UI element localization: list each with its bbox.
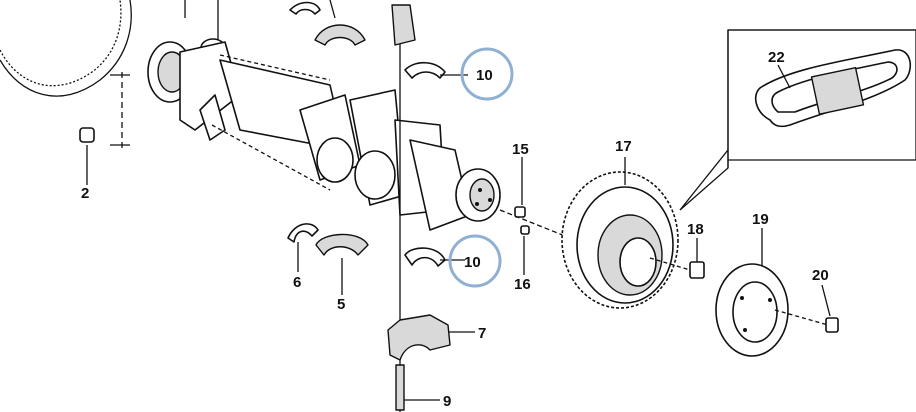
label-2: 2 bbox=[81, 185, 89, 202]
part-19-hub bbox=[715, 263, 789, 357]
part-20-bolt bbox=[774, 309, 839, 333]
crankshaft bbox=[147, 38, 501, 231]
label-6: 6 bbox=[293, 274, 301, 291]
label-7: 7 bbox=[478, 325, 486, 342]
bearing-shells-top bbox=[289, 1, 446, 79]
label-10-top: 10 bbox=[476, 67, 493, 84]
label-17: 17 bbox=[615, 138, 632, 155]
part-7-rod-cap bbox=[387, 314, 451, 361]
bearing-shells-bottom bbox=[287, 223, 446, 267]
part-17-pulley bbox=[561, 171, 679, 309]
part-2-pin bbox=[79, 127, 95, 180]
label-18: 18 bbox=[687, 221, 704, 238]
label-22: 22 bbox=[768, 49, 785, 66]
label-5: 5 bbox=[337, 296, 345, 313]
label-20: 20 bbox=[812, 267, 829, 284]
pins-15-16 bbox=[499, 206, 571, 239]
label-9: 9 bbox=[443, 393, 451, 410]
part-9-bolt bbox=[395, 364, 405, 411]
label-15: 15 bbox=[512, 141, 529, 158]
highlight-circle-10-top bbox=[460, 47, 514, 101]
leader-lines bbox=[86, 0, 831, 401]
label-19: 19 bbox=[752, 211, 769, 228]
label-16: 16 bbox=[514, 276, 531, 293]
flywheel-ring bbox=[0, 0, 132, 97]
highlight-circle-10-bottom bbox=[448, 234, 502, 288]
dashed-bracket bbox=[110, 72, 130, 148]
belt-callout bbox=[679, 29, 916, 211]
label-10-bottom: 10 bbox=[464, 254, 481, 271]
